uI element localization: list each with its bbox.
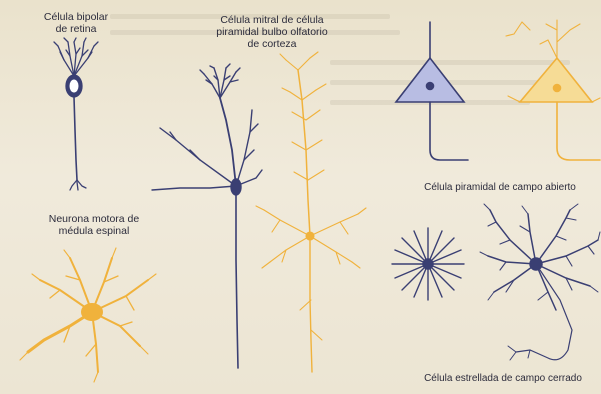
pyramidal-open-field-label: Célula piramidal de campo abierto [404,182,596,194]
motor-label-line2: médula espinal [36,225,152,237]
motor-neuron-label: Neurona motora de médula espinal [36,213,152,237]
bipolar-label-line1: Célula bipolar [30,11,122,23]
pyramidal-cell-orange [506,20,600,160]
mitral-cell [152,64,262,368]
bipolar-label-line2: de retina [30,23,122,35]
mitral-label-line3: de corteza [192,38,352,50]
mitral-label-line2: piramidal bulbo olfatorio [192,26,352,38]
bipolar-cell [54,38,98,190]
motor-neuron [20,248,156,382]
pyramidal-cell-navy [396,22,468,160]
mitral-label-line1: Célula mitral de célula [192,14,352,26]
mitral-cell-label: Célula mitral de célula piramidal bulbo … [192,14,352,50]
stellate-closed-cell [480,204,600,360]
stellate-closed-field-label: Célula estrellada de campo cerrado [408,373,598,385]
motor-label-line1: Neurona motora de [36,213,152,225]
cortical-pyramidal-cell [256,52,366,372]
stellate-radial-cell [392,228,464,300]
bipolar-cell-label: Célula bipolar de retina [30,11,122,35]
